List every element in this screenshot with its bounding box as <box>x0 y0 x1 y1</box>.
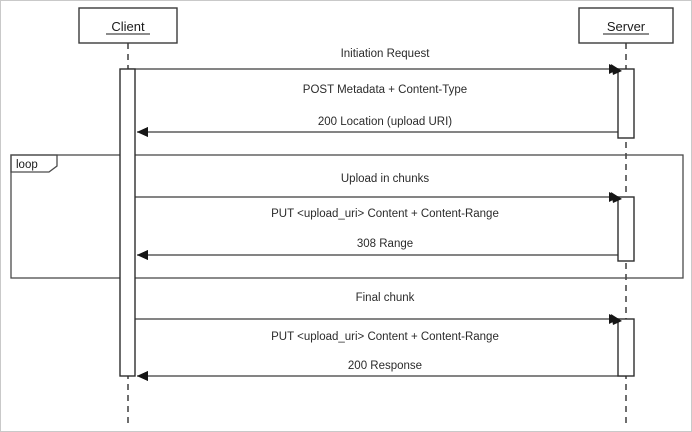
message-label-put-chunk: PUT <upload_uri> Content + Content-Range <box>271 208 499 220</box>
message-label-put-final: PUT <upload_uri> Content + Content-Range <box>271 331 499 343</box>
loop-fragment-tab <box>10 154 58 173</box>
arrow-head-put-chunk-top <box>611 192 622 203</box>
arrow-head-308-range-top <box>137 250 148 260</box>
participant-box-client[interactable] <box>78 7 178 44</box>
caption-initiation-request: Initiation Request <box>341 48 431 60</box>
arrow-head-put-final-top <box>611 314 622 325</box>
activation-bar-server-3 <box>617 318 635 377</box>
arrow-head-post-metadata-top <box>611 64 622 75</box>
caption-final-chunk: Final chunk <box>356 292 415 304</box>
activation-bar-server-2 <box>617 196 635 262</box>
participant-label-server: Server <box>607 19 646 34</box>
loop-fragment-label: loop <box>16 159 38 171</box>
arrow-head-200-location-top <box>137 127 148 137</box>
message-label-308-range: 308 Range <box>357 238 413 250</box>
activation-bar-server-1 <box>617 68 635 139</box>
activation-bar-client <box>119 68 136 377</box>
message-label-200-location: 200 Location (upload URI) <box>318 116 452 128</box>
participant-label-client: Client <box>111 19 145 34</box>
message-label-post-metadata: POST Metadata + Content-Type <box>303 84 467 96</box>
message-label-200-response: 200 Response <box>348 360 422 372</box>
loop-fragment-box <box>10 154 684 279</box>
participant-box-server[interactable] <box>578 7 674 44</box>
caption-upload-in-chunks: Upload in chunks <box>341 173 429 185</box>
arrow-head-200-response-top <box>137 371 148 381</box>
